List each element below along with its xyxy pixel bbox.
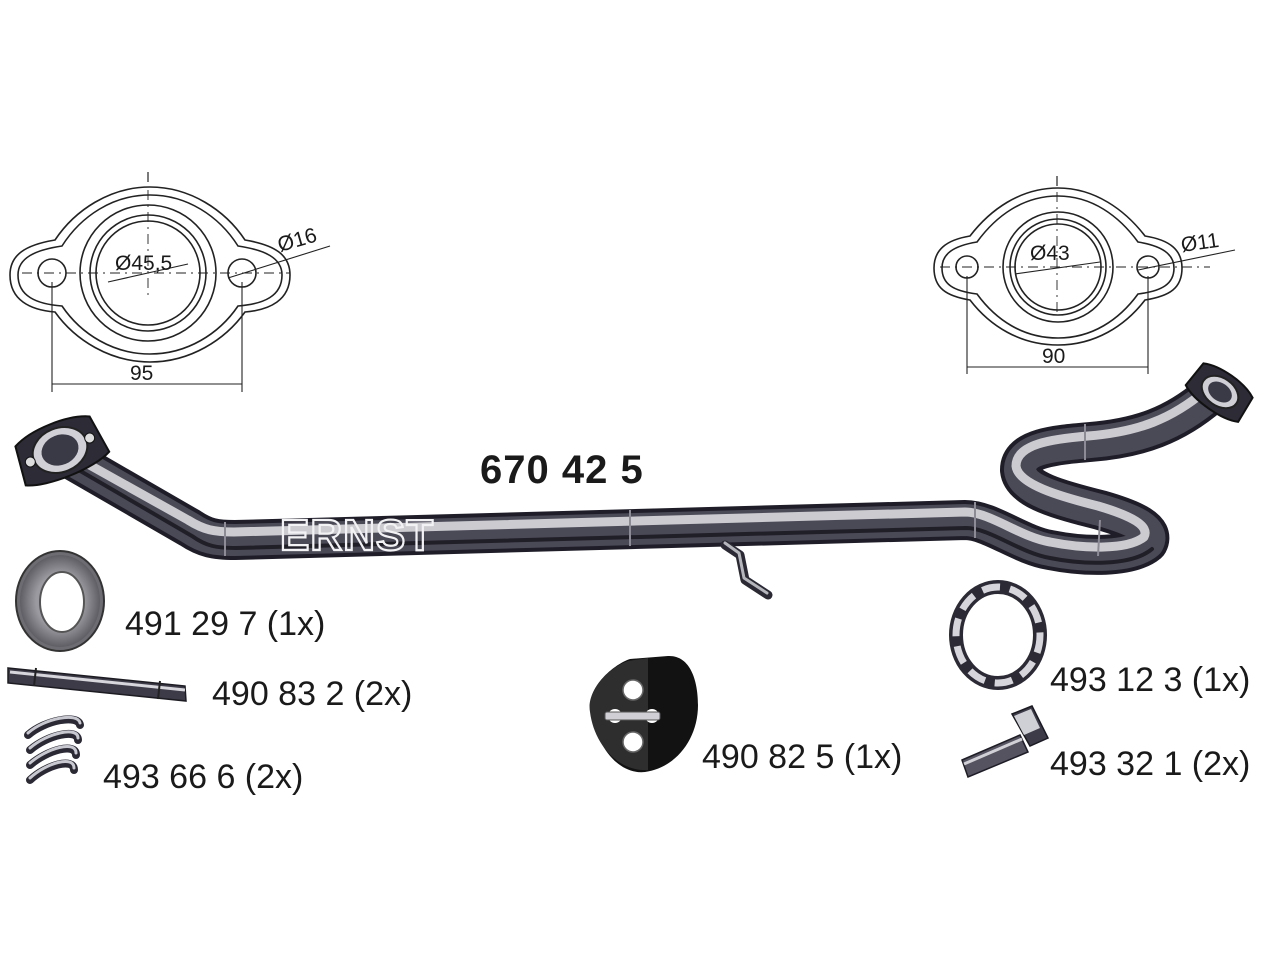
bolt-pin-icon	[7, 667, 187, 702]
flange-right-drawing	[933, 176, 1236, 374]
seal-ring-icon	[949, 580, 1047, 690]
flange-left-bore-label: Ø45,5	[115, 252, 172, 275]
flange-left-drawing	[9, 172, 331, 392]
rubber-mount-icon	[589, 655, 698, 773]
screw-icon	[961, 705, 1050, 778]
main-part-number: 670 42 5	[480, 448, 644, 492]
part-label-spring: 493 66 6 (2x)	[103, 758, 304, 796]
part-label-bolt-pin: 490 83 2 (2x)	[212, 675, 413, 713]
part-label-seal-ring: 493 12 3 (1x)	[1050, 661, 1251, 699]
flange-right-bore-label: Ø43	[1030, 242, 1070, 265]
flange-right-spacing-label: 90	[1042, 345, 1065, 368]
part-label-rubber-mount: 490 82 5 (1x)	[702, 738, 903, 776]
brand-logo: ERNST	[280, 511, 434, 560]
flange-right-hole-label: Ø11	[1179, 229, 1220, 257]
exhaust-pipe	[14, 362, 1254, 600]
part-label-gasket: 491 29 7 (1x)	[125, 605, 326, 643]
flange-left-spacing-label: 95	[130, 362, 153, 385]
spring-icon	[24, 715, 84, 784]
gasket-ring-icon	[15, 550, 105, 652]
part-label-screw: 493 32 1 (2x)	[1050, 745, 1251, 783]
